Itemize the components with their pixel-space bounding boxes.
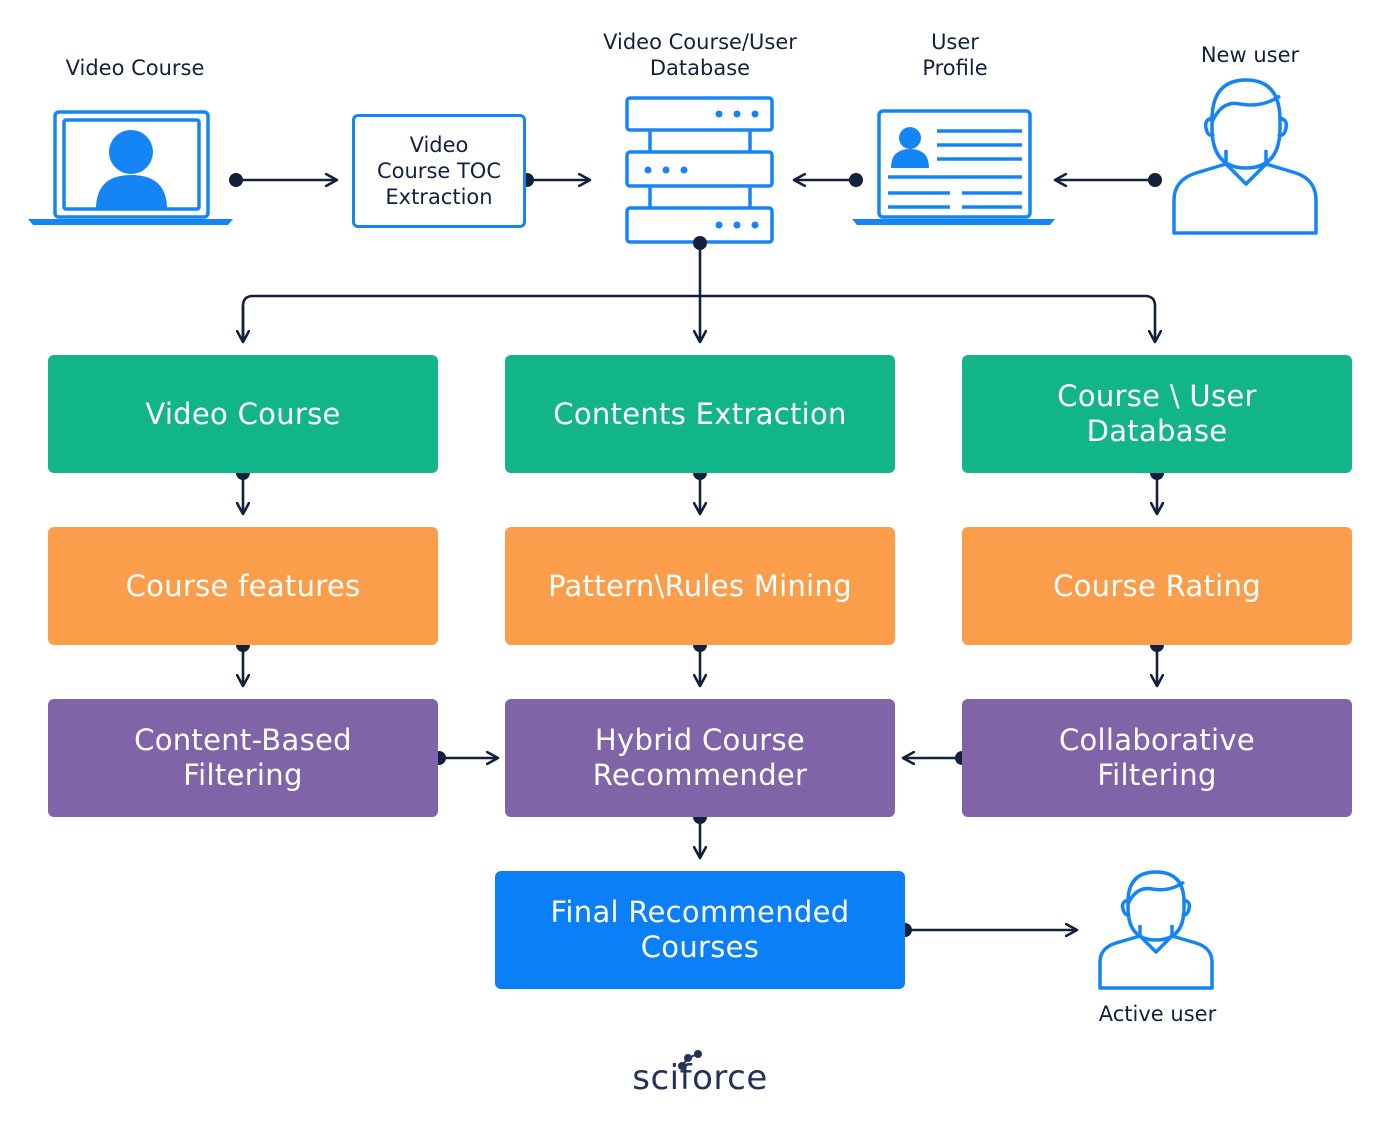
collaborative-filtering-box: Collaborative Filtering [962, 699, 1352, 817]
course-rating-box: Course Rating [962, 527, 1352, 645]
active-user-label: Active user [1098, 1002, 1217, 1026]
video-course-label: Video Course [65, 56, 205, 80]
database-server-icon [625, 96, 774, 244]
final-recommended-courses-box: Final Recommended Courses [495, 871, 905, 989]
contents-extraction-box: Contents Extraction [505, 355, 895, 473]
toc-extraction-label: Video Course TOC Extraction [376, 133, 501, 209]
database-distribution-connectors [243, 236, 1155, 342]
hybrid-course-recommender-box: Hybrid Course Recommender [505, 699, 895, 817]
course-user-database-box: Course \ User Database [962, 355, 1352, 473]
video-course-box: Video Course [48, 355, 438, 473]
top-connectors [229, 173, 1162, 187]
brand-mark-icon [678, 1050, 702, 1070]
user-profile-label: User Profile [922, 30, 988, 80]
content-based-filtering-box: Content-Based Filtering [48, 699, 438, 817]
database-label: Video Course/User Database [603, 30, 797, 80]
new-user-label: New user [1200, 43, 1300, 67]
course-features-box: Course features [48, 527, 438, 645]
user-profile-laptop-icon [852, 109, 1055, 225]
toc-extraction-box: Video Course TOC Extraction [352, 114, 526, 228]
new-user-icon [1172, 78, 1318, 235]
sciforce-logo: sciforce [632, 1058, 768, 1098]
laptop-video-icon [28, 110, 233, 225]
pattern-rules-mining-box: Pattern\Rules Mining [505, 527, 895, 645]
active-user-icon [1098, 870, 1214, 990]
